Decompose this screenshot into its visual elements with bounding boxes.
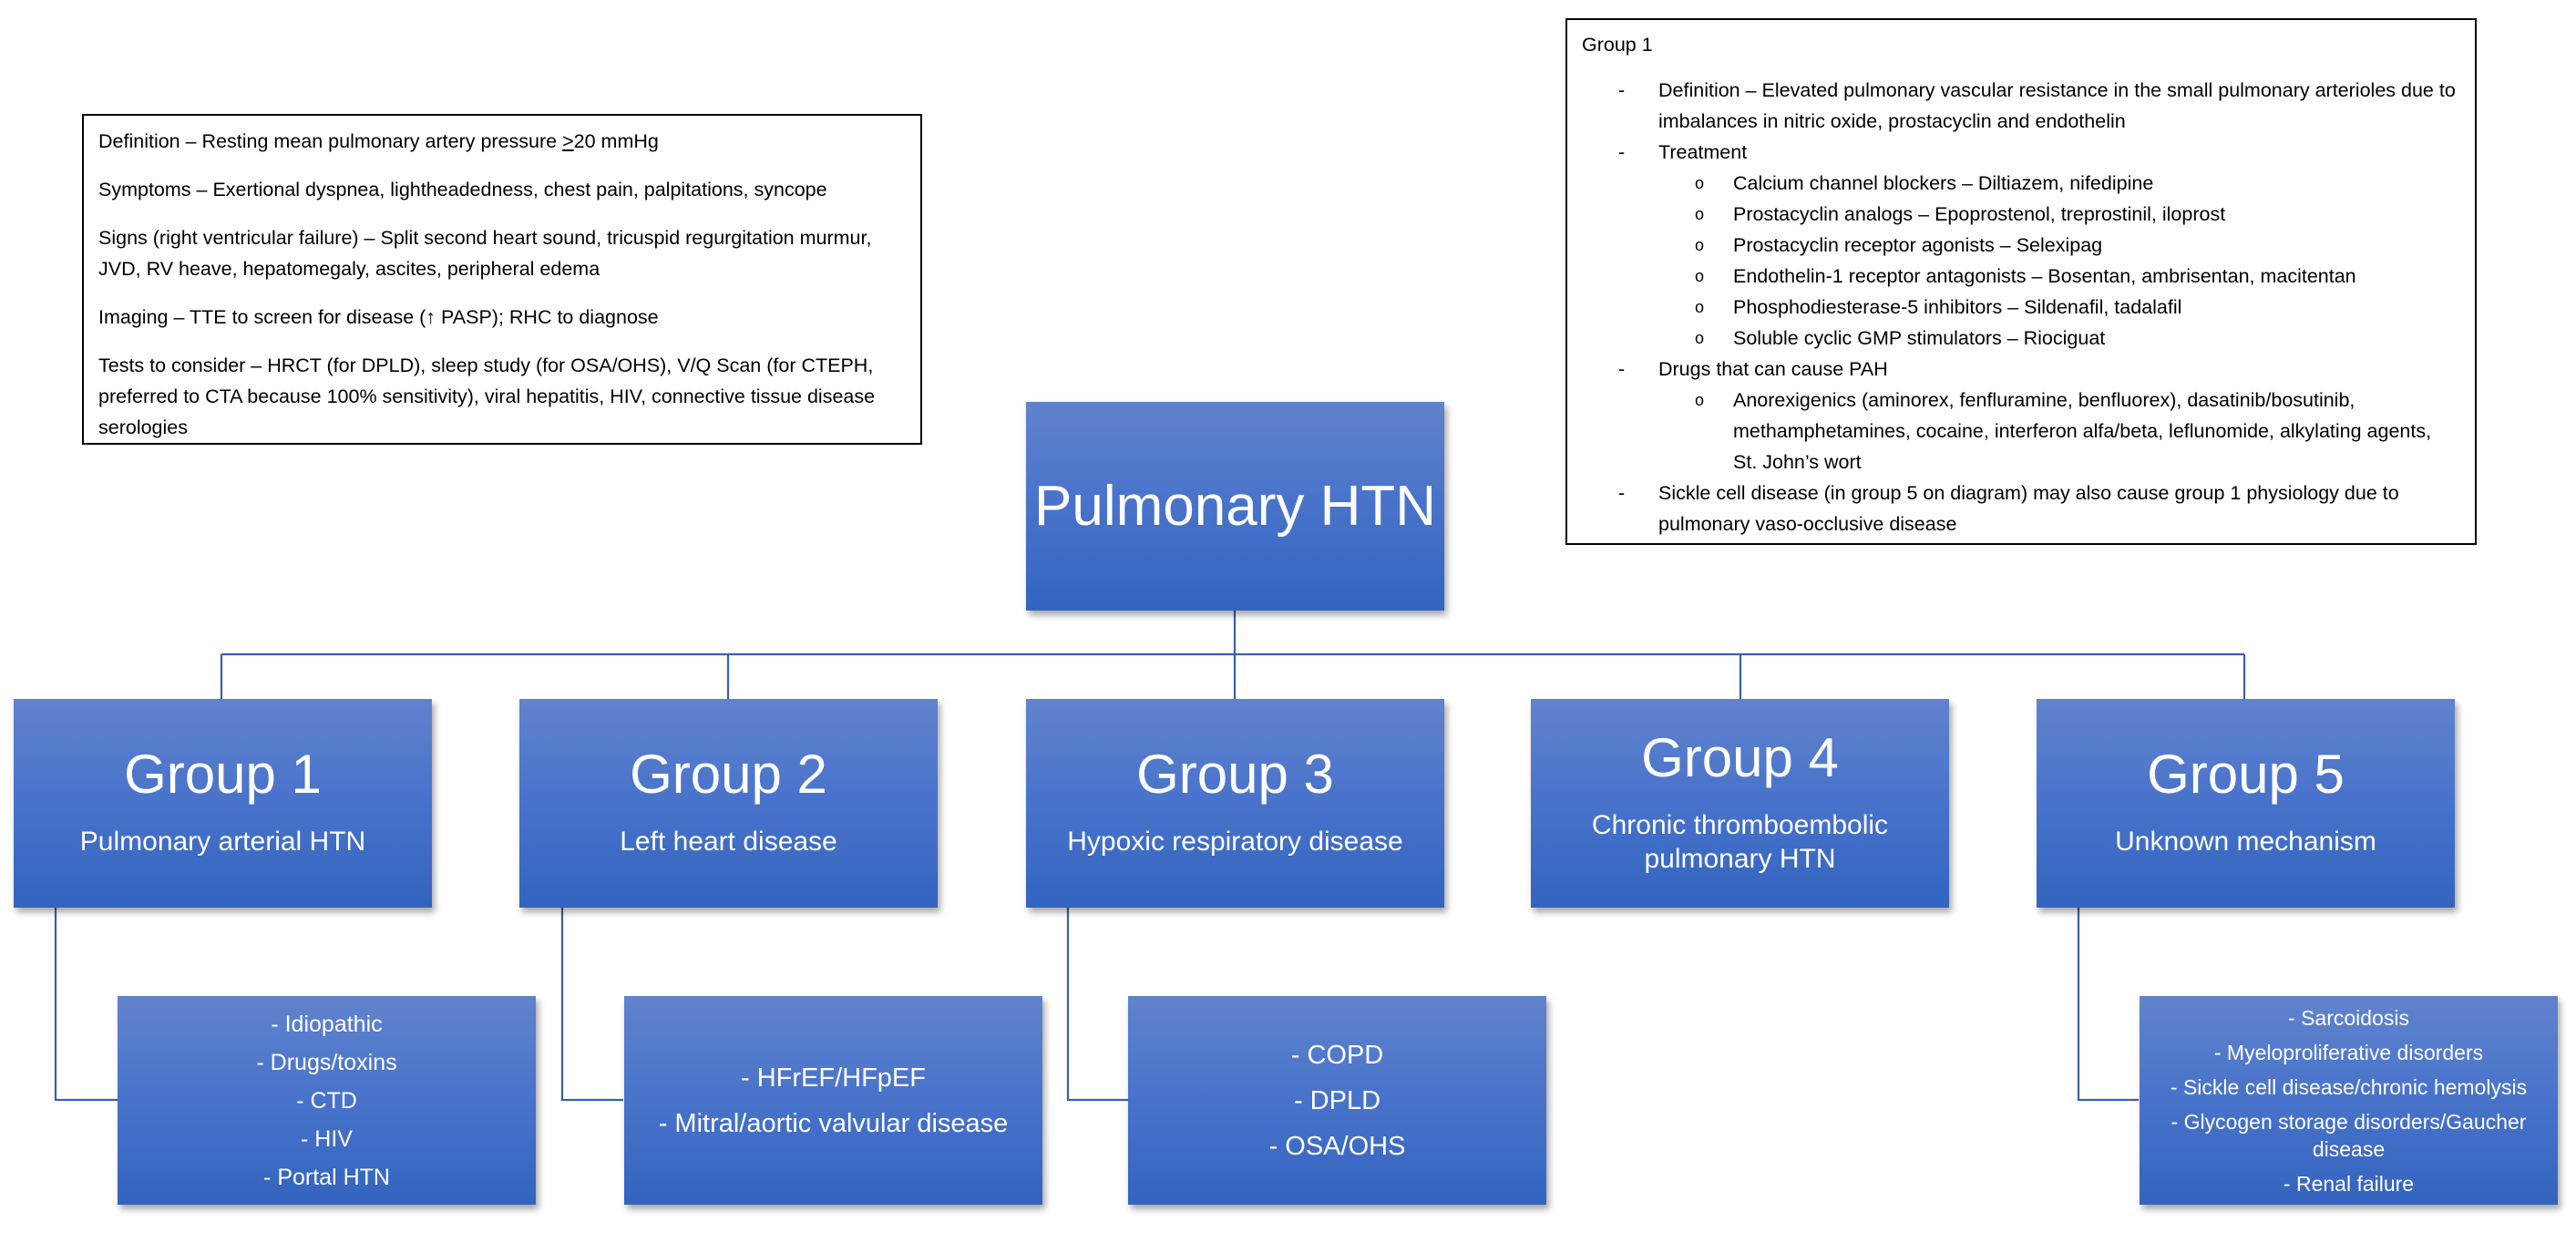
cause-item: - COPD xyxy=(1290,1040,1384,1070)
cause-item: - DPLD xyxy=(1293,1085,1381,1115)
circle-bullet-icon: o xyxy=(1695,174,1705,192)
note-title: Group 1 xyxy=(1582,34,1653,56)
dash-bullet-icon: - xyxy=(1618,358,1626,380)
cause-item: - Sickle cell disease/chronic hemolysis xyxy=(2170,1074,2528,1099)
root-label: Pulmonary HTN xyxy=(1034,475,1436,538)
group1-detail-note: Group 1 -Definition – Elevated pulmonary… xyxy=(1565,18,2477,545)
group-title: Group 4 xyxy=(1641,726,1839,788)
group-2-causes: - HFrEF/HFpEF - Mitral/aortic valvular d… xyxy=(624,996,1042,1205)
cause-item: - HIV xyxy=(301,1125,353,1152)
group-node-4: Group 4 Chronic thromboembolic pulmonary… xyxy=(1531,699,1949,908)
cause-item: - Myeloproliferative disorders xyxy=(2213,1040,2484,1064)
cause-item: - OSA/OHS xyxy=(1268,1131,1406,1161)
cause-item: - HFrEF/HFpEF xyxy=(741,1063,926,1093)
imaging-line: Imaging – TTE to screen for disease (↑ P… xyxy=(98,306,659,328)
elbow-group-2 xyxy=(560,908,623,1102)
group-node-1: Group 1 Pulmonary arterial HTN xyxy=(14,699,432,908)
dash-bullet-icon: - xyxy=(1618,79,1626,101)
circle-bullet-icon: o xyxy=(1695,236,1705,254)
group-title: Group 5 xyxy=(2147,744,2345,805)
circle-bullet-icon: o xyxy=(1695,205,1705,223)
cause-item: - Mitral/aortic valvular disease xyxy=(658,1108,1009,1138)
dash-bullet-icon: - xyxy=(1618,141,1626,163)
cause-item: - Portal HTN xyxy=(263,1164,390,1190)
cause-item: - CTD xyxy=(296,1087,357,1114)
overview-note: Definition – Resting mean pulmonary arte… xyxy=(82,114,922,445)
group-title: Group 2 xyxy=(630,744,827,805)
dash-bullet-icon: - xyxy=(1618,482,1626,504)
group-subtitle: Hypoxic respiratory disease xyxy=(1067,827,1403,857)
group-title: Group 1 xyxy=(124,744,322,805)
cause-item: - Glycogen storage disorders/Gaucher dis… xyxy=(2171,1109,2527,1161)
circle-bullet-icon: o xyxy=(1695,298,1705,316)
elbow-group-5 xyxy=(2077,908,2139,1102)
greater-equal-symbol: > xyxy=(562,130,574,152)
group-subtitle: Left heart disease xyxy=(620,827,837,857)
group-node-5: Group 5 Unknown mechanism xyxy=(2037,699,2455,908)
sickle-cell-bullet: -Sickle cell disease (in group 5 on diag… xyxy=(1582,478,2460,539)
group-title: Group 3 xyxy=(1136,744,1334,805)
circle-bullet-icon: o xyxy=(1695,329,1705,347)
group-node-3: Group 3 Hypoxic respiratory disease xyxy=(1026,699,1444,908)
group-1-causes: - Idiopathic - Drugs/toxins - CTD - HIV … xyxy=(118,996,536,1205)
definition-line: Definition – Resting mean pulmonary arte… xyxy=(98,130,659,152)
group-subtitle: Unknown mechanism xyxy=(2115,827,2376,857)
cause-item: - Idiopathic xyxy=(271,1011,383,1037)
symptoms-line: Symptoms – Exertional dyspnea, lighthead… xyxy=(98,179,827,200)
definition-bullet: -Definition – Elevated pulmonary vascula… xyxy=(1582,75,2460,137)
drugs-bullet: -Drugs that can cause PAH xyxy=(1582,354,2460,385)
group-5-causes: - Sarcoidosis - Myeloproliferative disor… xyxy=(2140,996,2558,1205)
group-node-2: Group 2 Left heart disease xyxy=(519,699,938,908)
elbow-group-3 xyxy=(1066,908,1128,1102)
circle-bullet-icon: o xyxy=(1695,267,1705,285)
circle-bullet-icon: o xyxy=(1695,391,1705,409)
signs-line: Signs (right ventricular failure) – Spli… xyxy=(98,227,872,280)
cause-item: - Drugs/toxins xyxy=(256,1049,397,1075)
group-subtitle: Pulmonary arterial HTN xyxy=(79,827,366,857)
cause-item: - Renal failure xyxy=(2283,1171,2415,1196)
cause-item: - Sarcoidosis xyxy=(2288,1005,2409,1030)
tests-line: Tests to consider – HRCT (for DPLD), sle… xyxy=(98,354,876,438)
group-3-causes: - COPD - DPLD - OSA/OHS xyxy=(1128,996,1546,1205)
group-subtitle: Chronic thromboembolic pulmonary HTN xyxy=(1591,809,1889,874)
root-node: Pulmonary HTN xyxy=(1026,402,1444,611)
treatment-bullet: -Treatment xyxy=(1582,137,2460,168)
elbow-group-1 xyxy=(54,908,118,1102)
